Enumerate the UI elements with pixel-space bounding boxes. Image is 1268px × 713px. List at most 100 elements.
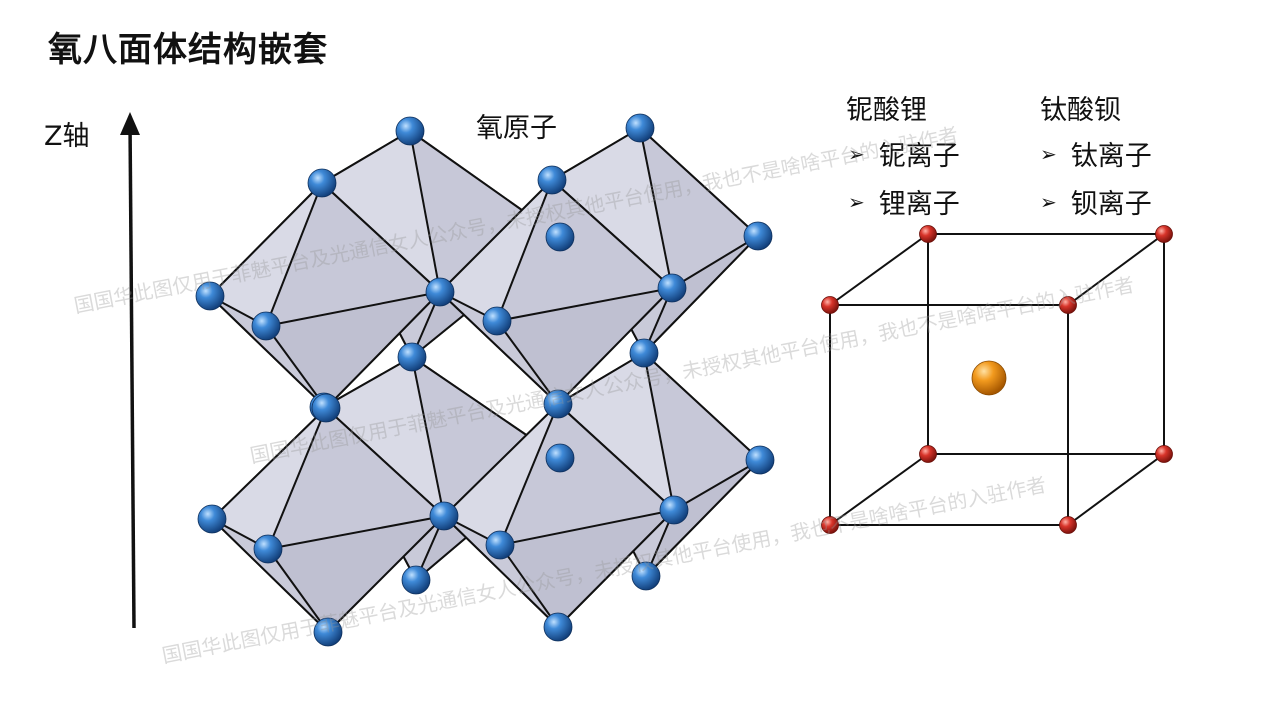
octahedron-edge — [267, 515, 445, 550]
oxygen-atom — [543, 612, 573, 642]
octahedron-edge — [499, 403, 559, 546]
octahedron-face — [500, 510, 674, 627]
z-axis-line — [128, 121, 136, 629]
oxygen-atom — [657, 273, 687, 303]
octahedron-face — [440, 180, 552, 321]
oxygen-atom — [395, 116, 425, 146]
legend-item-label: 钛离子 — [1070, 141, 1152, 172]
corner-atom — [1059, 296, 1077, 314]
octahedron-face — [210, 183, 322, 326]
legend-item-label: 钡离子 — [1070, 189, 1152, 220]
legend-header-lithium-niobate: 铌酸锂 — [846, 95, 927, 126]
octahedron-face — [324, 357, 444, 516]
octahedron-face — [212, 408, 326, 549]
octahedron — [211, 407, 445, 633]
center-atom — [971, 360, 1007, 396]
oxygen-atom — [625, 113, 655, 143]
oxygen-atom — [313, 617, 343, 647]
oxygen-atom — [745, 445, 775, 475]
legend-item-barium-ion: ➢ 钡离子 — [1040, 182, 1152, 221]
octahedron-face — [266, 183, 440, 326]
oxygen-atom — [197, 504, 227, 534]
oxygen-atom — [537, 165, 567, 195]
octahedron-face — [497, 288, 672, 404]
arrow-bullet-icon: ➢ — [1040, 141, 1057, 166]
legend-item-label: 锂离子 — [878, 189, 960, 220]
corner-atom — [821, 516, 839, 534]
octahedron-edge — [496, 320, 559, 405]
octahedron-edge — [411, 356, 445, 517]
oxygen-atom — [543, 389, 573, 419]
z-axis-label: Z轴 — [44, 121, 90, 152]
octahedron-edge — [409, 130, 441, 293]
unit-cell-edge — [1067, 233, 1165, 306]
octahedron-face — [552, 128, 672, 288]
legend-item-label: 铌离子 — [878, 141, 960, 172]
octahedron-face — [558, 353, 674, 510]
octahedron-edge — [643, 352, 675, 511]
unit-cell-edge — [829, 233, 929, 306]
corner-atom — [821, 296, 839, 314]
octahedron-edge — [496, 287, 673, 322]
octahedron-face — [644, 353, 760, 510]
oxygen-atom — [629, 338, 659, 368]
octahedron-edge — [267, 548, 329, 633]
unit-cell — [821, 225, 1173, 534]
octahedron-edge — [265, 182, 323, 327]
oxygen-atom — [397, 342, 427, 372]
octahedron — [209, 182, 441, 409]
corner-atom — [1155, 225, 1173, 243]
oxygen-atom — [429, 501, 459, 531]
legend-item-titanium-ion: ➢ 钛离子 — [1040, 134, 1152, 173]
octahedron-edge — [267, 407, 327, 550]
octahedron-edge — [499, 509, 675, 546]
corner-atom — [919, 225, 937, 243]
legend-item-lithium-ion: ➢ 锂离子 — [848, 182, 960, 221]
z-axis-arrowhead — [120, 112, 140, 135]
octahedron-face — [640, 128, 758, 288]
octahedron-face — [266, 292, 440, 408]
arrow-bullet-icon: ➢ — [1040, 189, 1057, 214]
oxygen-atom — [253, 534, 283, 564]
oxygen-atom — [545, 222, 575, 252]
octahedron-edge — [499, 544, 559, 628]
octahedron-face — [444, 404, 558, 545]
arrow-bullet-icon: ➢ — [848, 189, 865, 214]
legend-header-barium-titanate: 钛酸钡 — [1040, 95, 1121, 126]
oxygen-atom — [659, 495, 689, 525]
corner-atom — [1155, 445, 1173, 463]
oxygen-atom — [195, 281, 225, 311]
corner-atom — [919, 445, 937, 463]
oxygen-atom — [485, 530, 515, 560]
octahedra-group — [209, 127, 761, 633]
page-title: 氧八面体结构嵌套 — [48, 30, 328, 70]
octahedron-edge — [265, 325, 327, 409]
octahedron-face — [497, 180, 672, 321]
oxygen-atom — [425, 277, 455, 307]
oxygen-atom — [251, 311, 281, 341]
octahedron-edge — [265, 291, 441, 327]
oxygen-atom — [482, 306, 512, 336]
oxygen-atom — [307, 168, 337, 198]
octahedron-edge — [671, 235, 759, 289]
unit-cell-edge — [829, 453, 929, 526]
oxygen-atom — [401, 565, 431, 595]
oxygen-atom — [311, 393, 341, 423]
octahedron-edge — [673, 459, 761, 511]
octahedron — [439, 179, 673, 405]
octahedron-face — [322, 131, 440, 292]
unit-cell-edge — [1067, 453, 1165, 526]
oxygen-atom — [743, 221, 773, 251]
oxygen-atom-label: 氧原子 — [476, 113, 557, 144]
arrow-bullet-icon: ➢ — [848, 141, 865, 166]
octahedron-edge — [639, 127, 673, 289]
oxygen-atom — [545, 443, 575, 473]
oxygen-atoms-group — [195, 113, 775, 647]
octahedron-edge — [496, 179, 553, 322]
corner-atom — [1059, 516, 1077, 534]
octahedron-face — [268, 516, 444, 632]
octahedron — [443, 403, 675, 628]
oxygen-atom — [631, 561, 661, 591]
legend-item-niobium-ion: ➢ 铌离子 — [848, 134, 960, 173]
